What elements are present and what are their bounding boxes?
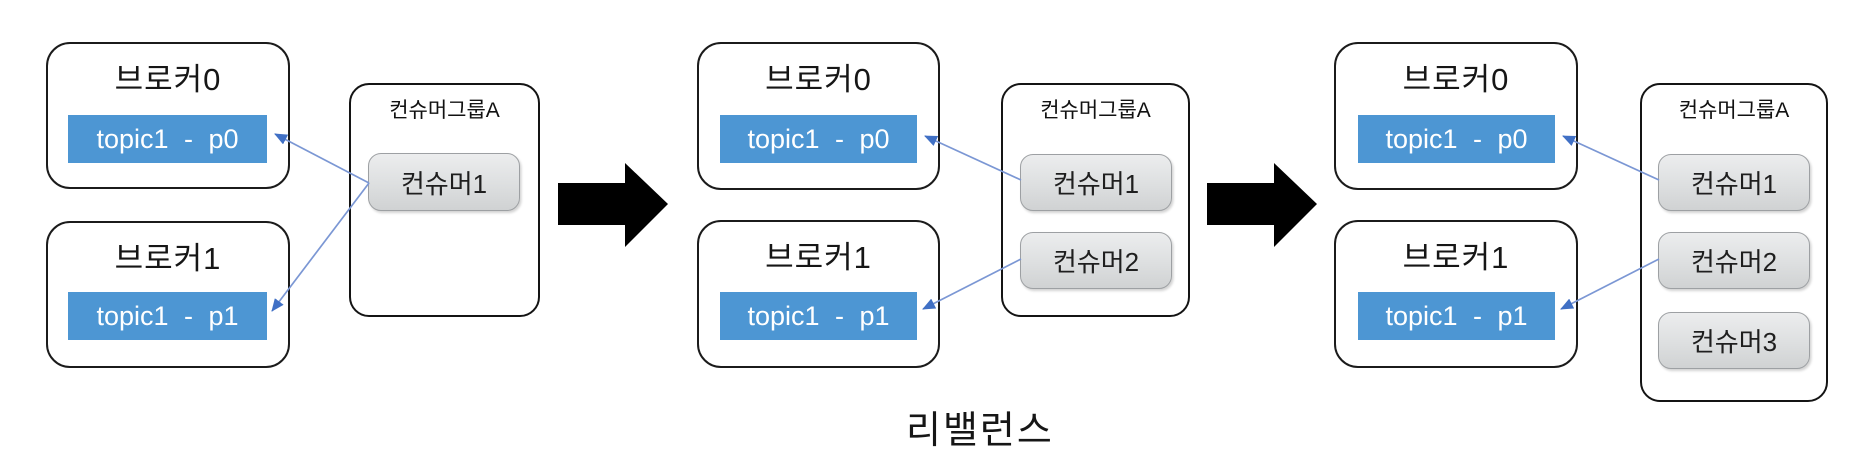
panel3-consumer1: 컨슈머1 bbox=[1658, 154, 1810, 211]
flow-arrow-icon bbox=[1207, 163, 1317, 247]
panel1-consumer1: 컨슈머1 bbox=[368, 153, 520, 211]
panel3-consumer-group-title: 컨슈머그룹A bbox=[1678, 99, 1790, 122]
panel2-topic1-p1: topic1 - p1 bbox=[720, 292, 917, 340]
panel2-consumer1: 컨슈머1 bbox=[1020, 154, 1172, 211]
panel3-consumer2: 컨슈머2 bbox=[1658, 232, 1810, 289]
panel1-topic1-p1: topic1 - p1 bbox=[68, 292, 267, 340]
panel3-topic1-p1: topic1 - p1 bbox=[1358, 292, 1555, 340]
panel2-consumer2: 컨슈머2 bbox=[1020, 232, 1172, 289]
flow-arrow-icon bbox=[558, 163, 668, 247]
panel1-consumer-group-title: 컨슈머그룹A bbox=[389, 99, 500, 122]
panel3-broker1-title: 브로커1 bbox=[1402, 240, 1510, 275]
panel2-consumer-group-title: 컨슈머그룹A bbox=[1040, 99, 1151, 122]
panel2-broker1-title: 브로커1 bbox=[765, 240, 872, 275]
panel3-consumer3: 컨슈머3 bbox=[1658, 312, 1810, 369]
panel3-broker0-title: 브로커0 bbox=[1402, 62, 1510, 97]
rebalance-caption: 리밸런스 bbox=[906, 410, 1054, 452]
panel1-broker1-title: 브로커1 bbox=[114, 241, 222, 276]
panel3-topic1-p0: topic1 - p0 bbox=[1358, 115, 1555, 163]
panel2-broker0-title: 브로커0 bbox=[765, 62, 872, 97]
panel1-topic1-p0: topic1 - p0 bbox=[68, 115, 267, 163]
panel2-topic1-p0: topic1 - p0 bbox=[720, 115, 917, 163]
panel1-broker0-title: 브로커0 bbox=[114, 62, 222, 97]
